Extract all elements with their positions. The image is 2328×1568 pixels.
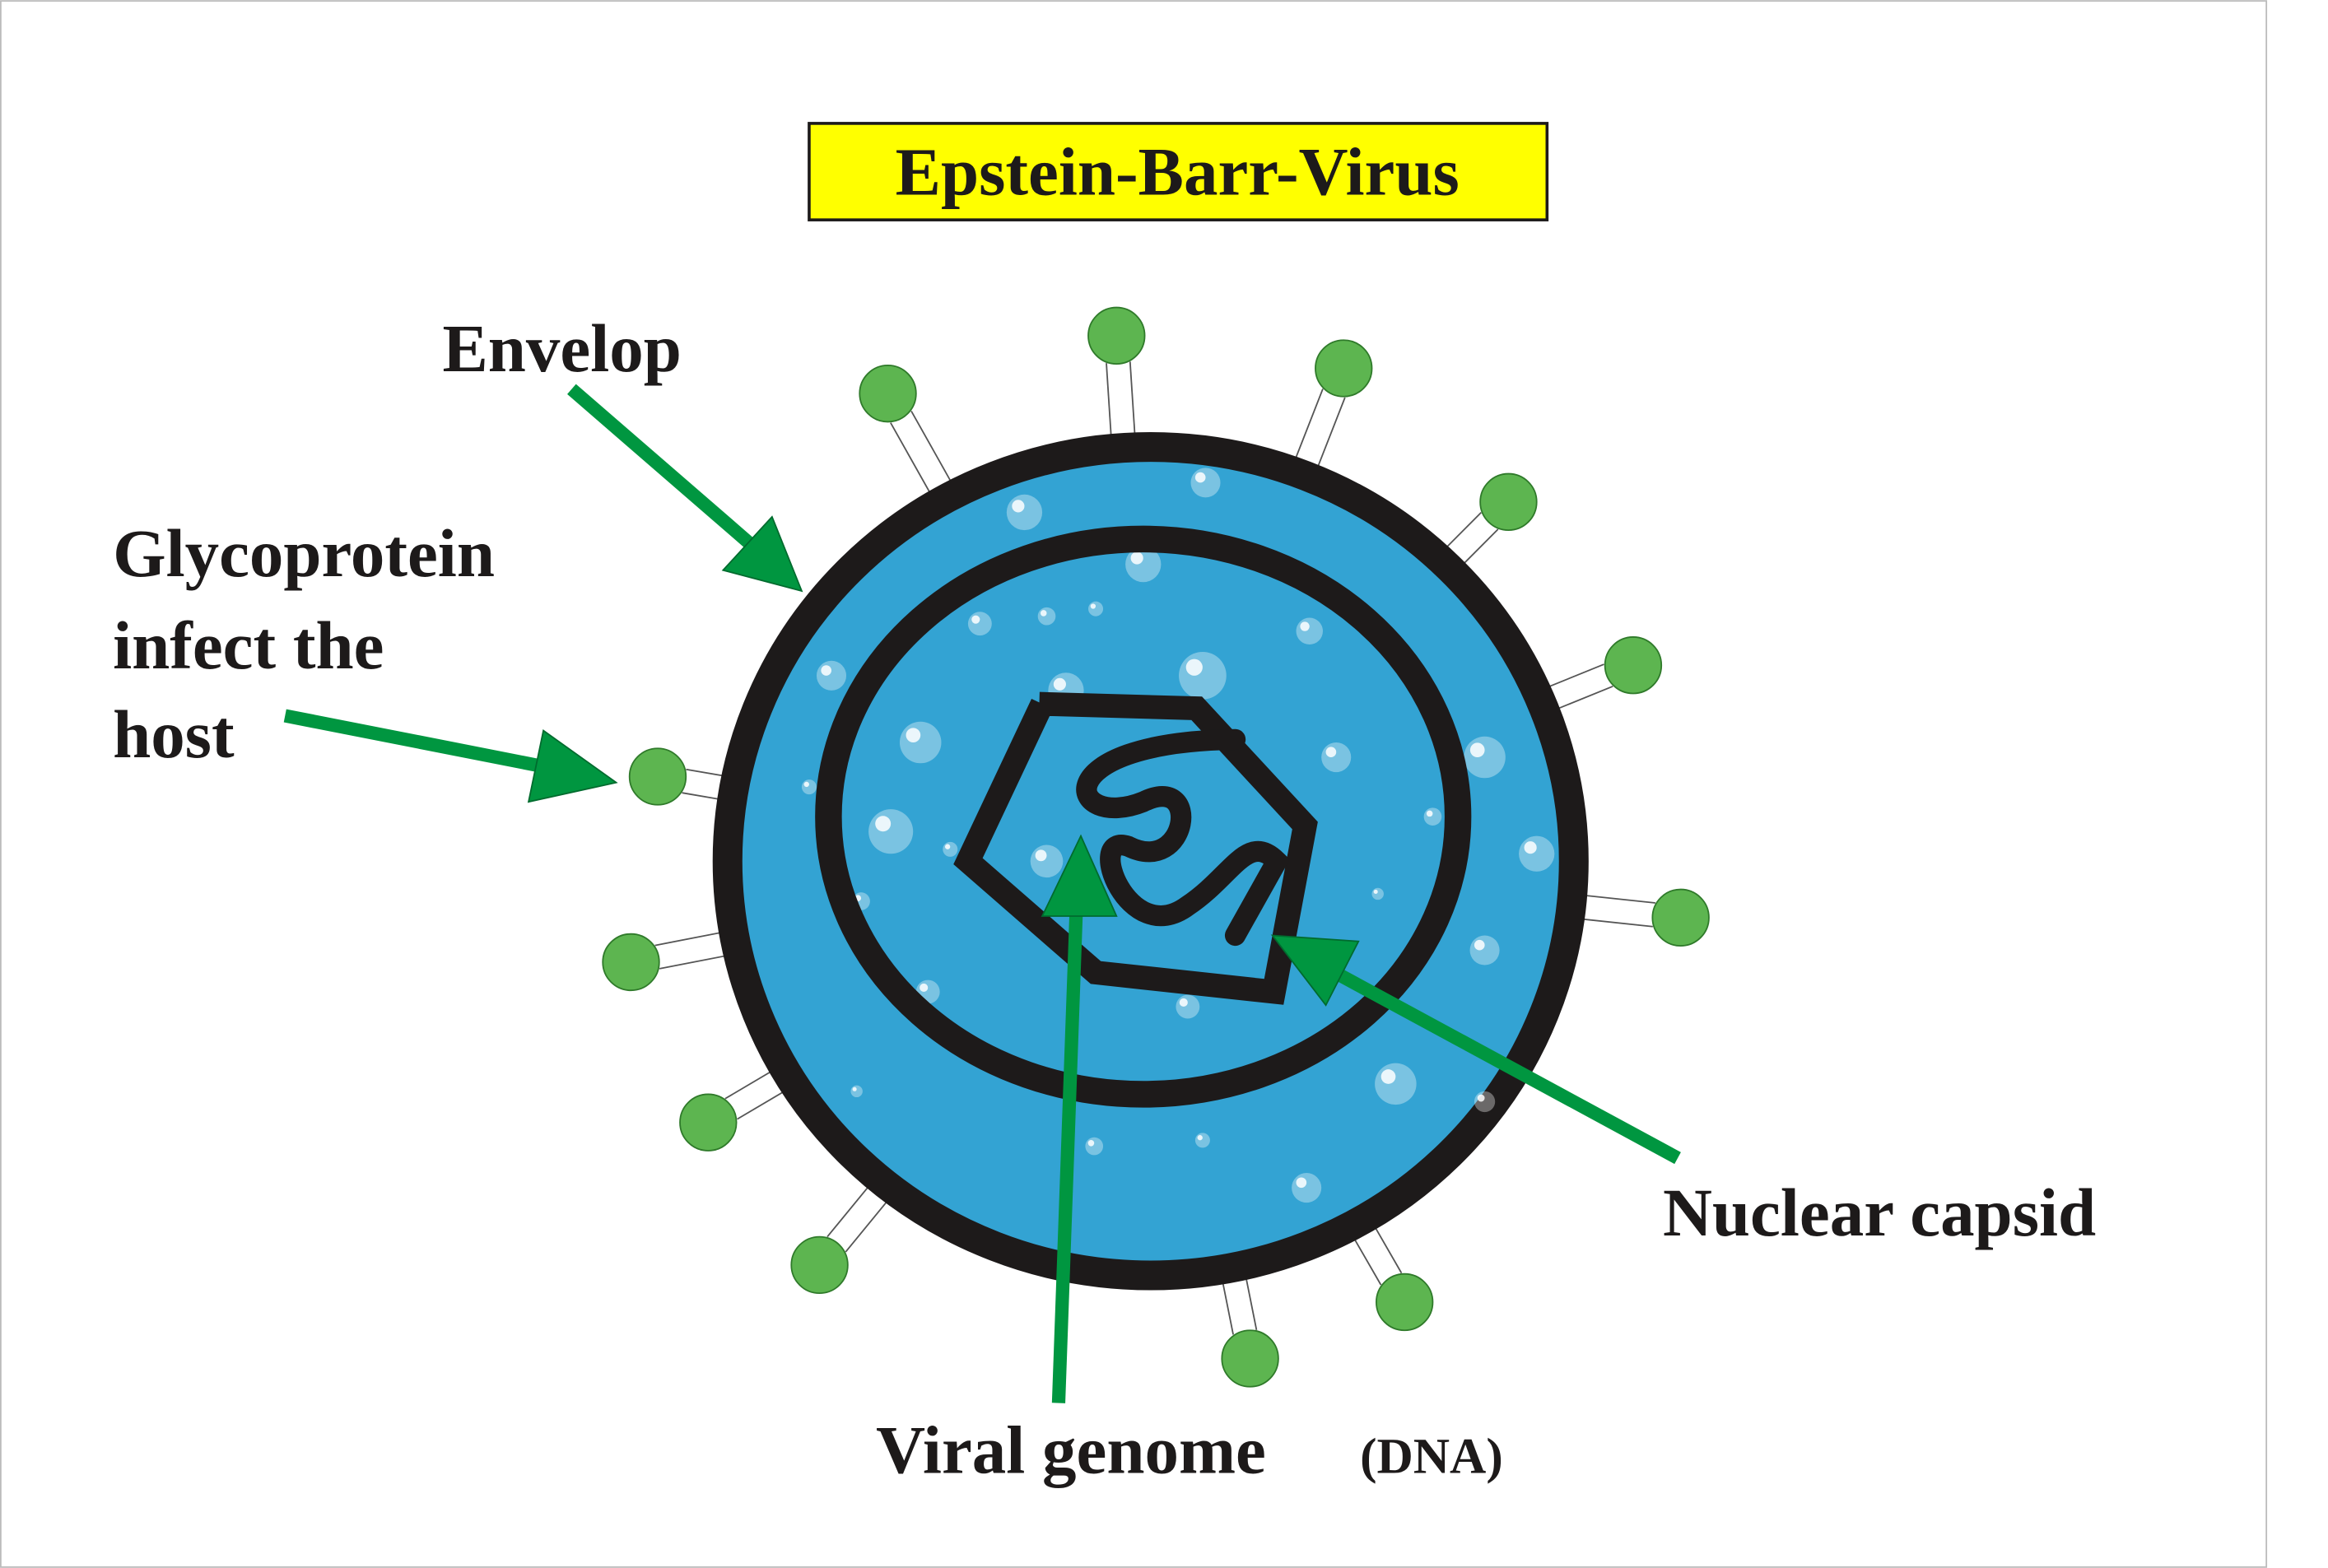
bubble (1085, 1137, 1104, 1156)
arrows (283, 384, 1681, 1403)
bubble-highlight (1426, 810, 1433, 817)
bubble-highlight (821, 665, 831, 676)
label-viral-genome-dna: (DNA) (1360, 1428, 1503, 1484)
bubble-highlight (875, 816, 892, 832)
bubble-highlight (1194, 472, 1206, 483)
bubble-highlight (1197, 1135, 1203, 1141)
glycoprotein-knob (628, 747, 687, 806)
viral-genome-arrow (1041, 834, 1118, 1403)
title-box: Epstein-Barr-Virus (808, 122, 1549, 221)
bubble (1321, 742, 1352, 773)
bubble-highlight (1035, 849, 1047, 862)
bubble-highlight (1474, 939, 1485, 951)
bubble-highlight (1296, 1177, 1307, 1189)
bubble-highlight (1179, 998, 1188, 1007)
glycoprotein-knob (1087, 306, 1146, 365)
bubble (1179, 651, 1227, 700)
bubble-highlight (944, 844, 951, 849)
bubble-highlight (1053, 677, 1066, 691)
glycoprotein-knob (1376, 1273, 1434, 1332)
label-glycoprotein-line3: host (113, 696, 235, 772)
bubble (1176, 994, 1200, 1019)
viral-dna-squiggle (1076, 728, 1290, 947)
glycoprotein-knob (1479, 472, 1538, 531)
bubble-highlight (920, 983, 929, 992)
bubble-highlight (1090, 603, 1096, 609)
bubble-highlight (1087, 1139, 1095, 1147)
glycoprotein-knob (859, 364, 917, 423)
glycoprotein-knob (1604, 636, 1663, 695)
label-nuclear-capsid: Nuclear capsid (1663, 1175, 2096, 1250)
bubble (1474, 1091, 1496, 1113)
bubble (868, 809, 914, 854)
bubble (1194, 1133, 1210, 1148)
inner-capsid-circle (815, 525, 1472, 1108)
bubble-highlight (803, 781, 809, 788)
glycoprotein-knob (1651, 888, 1710, 947)
nuclear-capsid-arrow (1270, 934, 1681, 1165)
glycoprotein-knob (1221, 1329, 1279, 1388)
bubble-highlight (1381, 1069, 1396, 1084)
bubble (801, 779, 817, 795)
title: Epstein-Barr-Virus (896, 133, 1460, 209)
glycoprotein-knob (602, 933, 660, 992)
bubble-highlight (1300, 621, 1310, 631)
bubble-highlight (1373, 889, 1378, 894)
bubble (1469, 935, 1500, 965)
bubble-highlight (1012, 500, 1025, 513)
bubble (816, 660, 847, 691)
bubble (1371, 887, 1384, 900)
bubble (1088, 601, 1104, 616)
frame-border (0, 0, 2268, 1568)
bubble (1037, 607, 1056, 626)
bubble-texture (801, 468, 1555, 1203)
bubble (1006, 494, 1043, 531)
bubble-highlight (1477, 1094, 1485, 1102)
bubble-highlight (1524, 841, 1537, 854)
bubble-highlight (852, 1086, 857, 1091)
title-background (808, 122, 1549, 221)
bubble (1292, 1173, 1322, 1203)
bubble-highlight (1469, 742, 1485, 758)
glycoprotein-arrow (283, 709, 618, 803)
label-glycoprotein-line1: Glycoprotein (113, 515, 495, 591)
bubble (850, 1085, 863, 1098)
bubble (1296, 617, 1323, 644)
bubble (943, 841, 958, 857)
bubble-highlight (1325, 747, 1337, 758)
bubble (899, 721, 942, 764)
bubble (1190, 468, 1221, 498)
envelop-arrow (567, 384, 803, 593)
glycoprotein-knob (790, 1235, 849, 1295)
glycoproteins (602, 306, 1710, 1388)
label-glycoprotein-line2: infect the (113, 607, 384, 683)
bubble-highlight (906, 728, 921, 742)
glycoprotein-knob (1315, 339, 1373, 398)
label-viral-genome: Viral genome (876, 1412, 1266, 1487)
bubble-highlight (1185, 658, 1203, 676)
bubble-highlight (971, 615, 980, 624)
bubble-highlight (1040, 610, 1047, 616)
label-envelop: Envelop (442, 310, 681, 386)
glycoprotein-knob (679, 1093, 738, 1152)
bubble (1423, 807, 1442, 826)
bubble (1030, 844, 1064, 878)
bubble-highlight (1130, 551, 1143, 565)
nuclear-capsid-pentagon (953, 691, 1318, 1005)
bubble (967, 612, 992, 636)
bubble (1375, 1063, 1417, 1105)
bubble (1464, 736, 1506, 779)
bubble (1519, 835, 1555, 872)
